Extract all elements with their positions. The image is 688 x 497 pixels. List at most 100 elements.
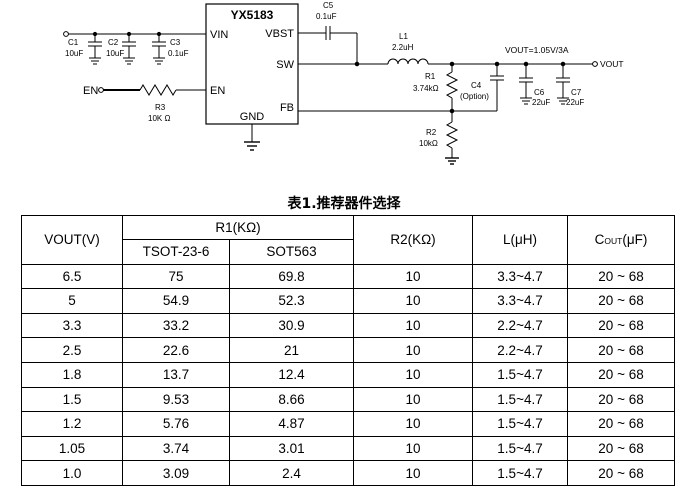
r2-value: 10kΩ (419, 139, 438, 148)
cell-cout: 20 ~ 68 (567, 263, 676, 290)
cell-r1-sot: 30.9 (228, 312, 355, 339)
chip-name: YX5183 (231, 8, 274, 22)
cell-l: 2.2~4.7 (472, 337, 569, 363)
pin-vbst: VBST (265, 28, 294, 40)
pin-sw: SW (276, 59, 294, 71)
cell-vout: 5 (21, 288, 123, 314)
cell-vout: 1.05 (21, 435, 123, 462)
header-cout-c: C (594, 232, 605, 248)
cell-r1-tsot: 9.53 (122, 386, 230, 413)
c7-value: 22uF (566, 98, 584, 107)
cell-r1-tsot: 54.9 (122, 288, 230, 314)
header-cout-unit: (μF) (622, 232, 648, 248)
header-r1-tsot: TSOT-23-6 (122, 239, 230, 265)
cell-l: 1.5~4.7 (472, 386, 569, 413)
capacitor-c6 (519, 64, 533, 105)
en-input-label: EN (83, 85, 98, 97)
resistor-r3 (139, 84, 177, 96)
cell-r1-sot: 52.3 (228, 288, 355, 314)
header-r2: R2(KΩ) (353, 215, 474, 265)
capacitor-c2 (122, 34, 136, 65)
inductor-l1 (387, 58, 429, 65)
cell-vout: 1.8 (21, 361, 123, 388)
cell-r1-tsot: 75 (122, 263, 230, 290)
cell-l: 1.5~4.7 (472, 460, 569, 486)
table-caption: 表1.推荐器件选择 (287, 196, 401, 212)
capacitor-c3 (152, 34, 166, 65)
l1-ref: L1 (399, 32, 408, 41)
cell-r1-tsot: 33.2 (122, 312, 230, 339)
c4-ref: C4 (471, 81, 482, 90)
header-cout-sub: OUT (604, 236, 623, 247)
circuit-schematic: YX5183 VIN EN VBST SW GND FB C1 10uF C2 … (63, 1, 624, 165)
r1-value: 3.74kΩ (413, 84, 439, 93)
cell-l: 1.5~4.7 (472, 411, 569, 437)
header-cout: COUT(μF) (567, 215, 676, 265)
c3-value: 0.1uF (168, 49, 189, 58)
resistor-r1 (445, 71, 459, 99)
vout-terminal: VOUT (600, 59, 624, 69)
cell-r2: 10 (353, 263, 474, 290)
header-r1-sot: SOT563 (228, 239, 355, 265)
cell-cout: 20 ~ 68 (567, 435, 676, 462)
cell-r2: 10 (353, 386, 474, 413)
pin-fb: FB (280, 102, 294, 114)
pin-gnd: GND (240, 111, 265, 123)
c5-value: 0.1uF (316, 12, 337, 21)
c2-ref: C2 (108, 38, 119, 47)
cell-cout: 20 ~ 68 (567, 411, 676, 437)
cell-l: 3.3~4.7 (472, 263, 569, 290)
resistor-r2 (445, 121, 459, 149)
cell-r2: 10 (353, 435, 474, 462)
header-vout: VOUT(V) (21, 215, 123, 265)
r3-value: 10K Ω (148, 114, 170, 123)
cell-vout: 1.2 (21, 411, 123, 437)
cell-cout: 20 ~ 68 (567, 312, 676, 339)
cell-r2: 10 (353, 460, 474, 486)
cell-cout: 20 ~ 68 (567, 386, 676, 413)
c6-ref: C6 (534, 88, 545, 97)
r1-ref: R1 (425, 72, 436, 81)
c2-value: 10uF (106, 49, 124, 58)
header-l: L(μH) (472, 215, 569, 265)
cell-r1-tsot: 5.76 (122, 411, 230, 437)
cell-r2: 10 (353, 361, 474, 388)
cell-l: 1.5~4.7 (472, 435, 569, 462)
component-selection-table: VOUT(V) R1(KΩ) R2(KΩ) L(μH) COUT(μF) TSO… (21, 215, 676, 486)
cell-r1-sot: 21 (228, 337, 355, 363)
c1-value: 10uF (65, 49, 83, 58)
cell-cout: 20 ~ 68 (567, 288, 676, 314)
cell-vout: 1.5 (21, 386, 123, 413)
cell-cout: 20 ~ 68 (567, 337, 676, 363)
cell-cout: 20 ~ 68 (567, 361, 676, 388)
cell-r1-tsot: 3.74 (122, 435, 230, 462)
r2-ref: R2 (426, 128, 437, 137)
cell-r2: 10 (353, 337, 474, 363)
pin-en: EN (210, 85, 225, 97)
r3-ref: R3 (155, 103, 166, 112)
cell-vout: 1.0 (21, 460, 123, 486)
l1-value: 2.2uH (392, 43, 414, 52)
c3-ref: C3 (170, 38, 181, 47)
cell-r1-sot: 12.4 (228, 361, 355, 388)
cell-r1-sot: 3.01 (228, 435, 355, 462)
cell-vout: 6.5 (21, 263, 123, 290)
cell-r1-sot: 8.66 (228, 386, 355, 413)
header-r1: R1(KΩ) (121, 215, 355, 240)
cell-vout: 3.3 (21, 312, 123, 339)
capacitor-c1 (88, 34, 102, 65)
cell-r1-tsot: 22.6 (122, 337, 230, 363)
c4-value: (Option) (460, 92, 489, 101)
cell-r2: 10 (353, 288, 474, 314)
cell-r2: 10 (353, 411, 474, 437)
c7-ref: C7 (571, 88, 582, 97)
cell-r1-sot: 4.87 (228, 411, 355, 437)
